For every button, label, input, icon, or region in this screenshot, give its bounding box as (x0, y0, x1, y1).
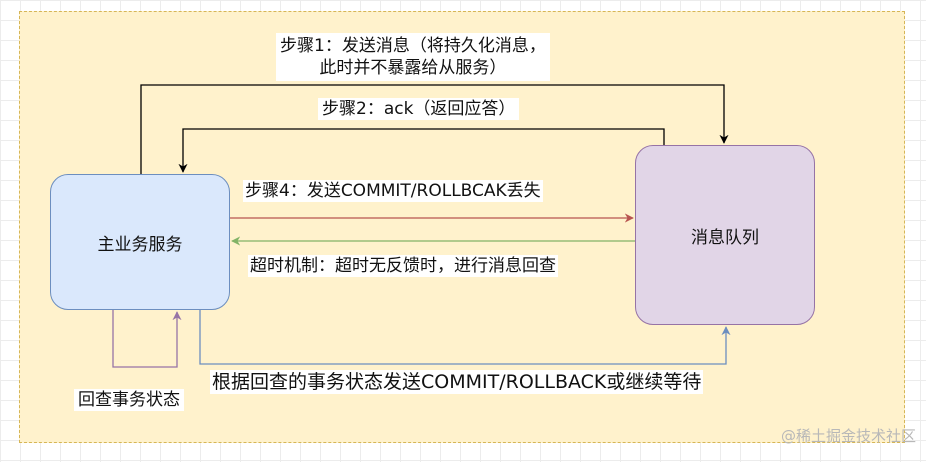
edge-final-arrow (199, 310, 731, 365)
edge-step1-label-line2: 此时并不暴露给从服务） (319, 58, 507, 78)
edge-step1-label-line1: 步骤1：发送消息（将持久化消息， (280, 36, 546, 56)
edge-timeout-label: 超时机制：超时无反馈时，进行消息回查 (248, 255, 558, 277)
edge-step2-arrow (178, 128, 665, 173)
edge-self-check-label: 回查事务状态 (74, 389, 184, 411)
edge-step1-arrow (140, 84, 729, 174)
message-queue-node[interactable]: 消息队列 (635, 145, 815, 325)
message-queue-label: 消息队列 (691, 227, 759, 248)
main-service-node[interactable]: 主业务服务 (50, 174, 230, 310)
edge-step1-label: 步骤1：发送消息（将持久化消息， 此时并不暴露给从服务） (276, 33, 550, 81)
main-service-label: 主业务服务 (97, 234, 183, 255)
edge-self-check-arrow (112, 310, 182, 368)
edge-step4-label: 步骤4：发送COMMIT/ROLLBCAK丢失 (243, 180, 543, 202)
watermark: @稀土掘金技术社区 (780, 427, 916, 445)
edge-step2-label: 步骤2：ack（返回应答） (318, 98, 520, 120)
edge-final-label: 根据回查的事务状态发送COMMIT/ROLLBACK或继续等待 (210, 370, 704, 394)
